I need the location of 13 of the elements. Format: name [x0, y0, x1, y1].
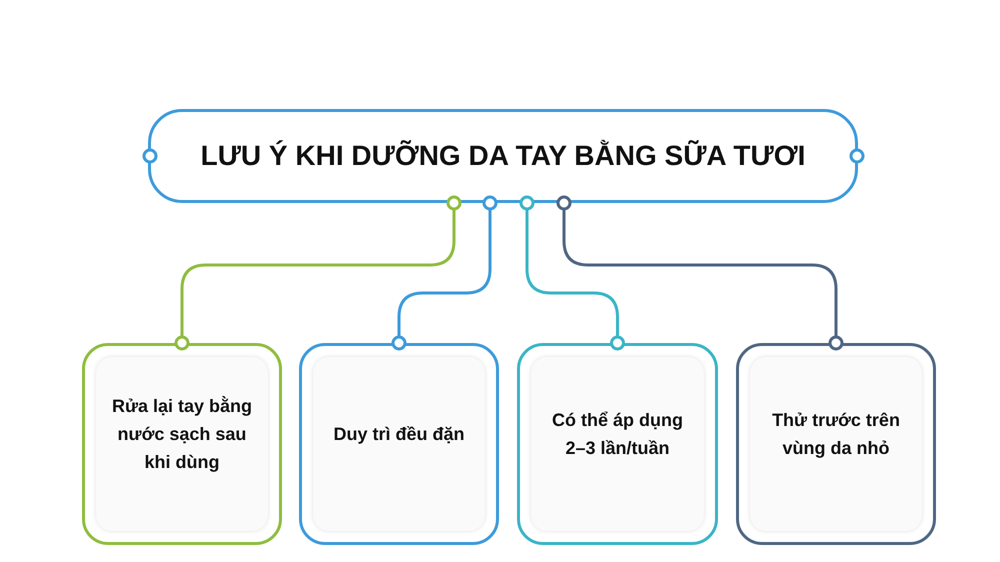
tip-card — [517, 343, 718, 545]
connector-line — [556, 196, 844, 350]
connector-line — [174, 196, 462, 350]
heading-text: LƯU Ý KHI DƯỠNG DA TAY BẰNG SỮA TƯƠI — [200, 139, 806, 173]
tip-text: Rửa lại tay bằng nước sạch sau khi dùng — [110, 395, 254, 474]
tip-text: Có thể áp dụng 2–3 lần/tuần — [551, 409, 684, 460]
tip-card — [82, 343, 282, 545]
tip-card — [299, 343, 499, 545]
tip-card — [736, 343, 936, 545]
tip-text: Duy trì đều đặn — [333, 423, 464, 446]
connector-line — [520, 196, 625, 350]
tip-text: Thử trước trên vùng da nhỏ — [771, 409, 901, 460]
connector-line — [392, 196, 498, 350]
